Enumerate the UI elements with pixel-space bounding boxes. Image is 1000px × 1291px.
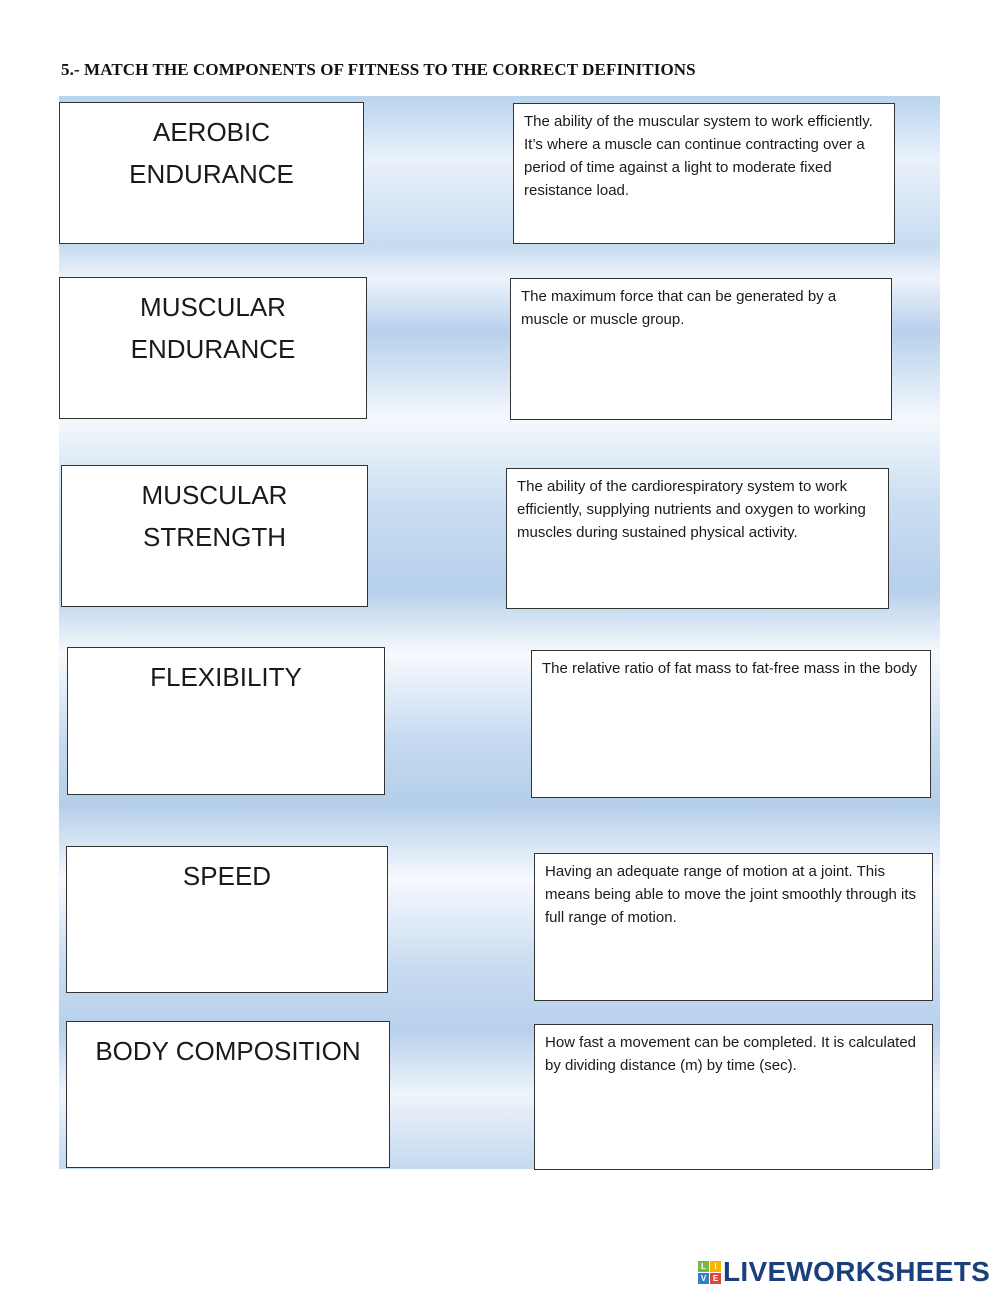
definition-box-3[interactable]: The ability of the cardiorespiratory sys… — [506, 468, 889, 609]
definition-box-4[interactable]: The relative ratio of fat mass to fat-fr… — [531, 650, 931, 798]
definition-box-1[interactable]: The ability of the muscular system to wo… — [513, 103, 895, 244]
page-title: 5.- MATCH THE COMPONENTS OF FITNESS TO T… — [61, 60, 696, 79]
term-box-muscular-endurance[interactable]: MUSCULAR ENDURANCE — [59, 277, 367, 419]
definition-box-2[interactable]: The maximum force that can be generated … — [510, 278, 892, 420]
logo-text: LIVEWORKSHEETS — [723, 1256, 991, 1287]
term-box-body-composition[interactable]: BODY COMPOSITION — [66, 1021, 390, 1168]
term-box-speed[interactable]: SPEED — [66, 846, 388, 993]
term-box-aerobic-endurance[interactable]: AEROBIC ENDURANCE — [59, 102, 364, 244]
term-box-muscular-strength[interactable]: MUSCULAR STRENGTH — [61, 465, 368, 607]
definition-box-5[interactable]: Having an adequate range of motion at a … — [534, 853, 933, 1001]
matching-panel — [59, 96, 940, 1169]
term-box-flexibility[interactable]: FLEXIBILITY — [67, 647, 385, 795]
definition-box-6[interactable]: How fast a movement can be completed. It… — [534, 1024, 933, 1170]
liveworksheets-logo: L I V E LIVEWORKSHEETS — [698, 1256, 990, 1288]
logo-mark-icon: L I V E — [698, 1260, 721, 1284]
